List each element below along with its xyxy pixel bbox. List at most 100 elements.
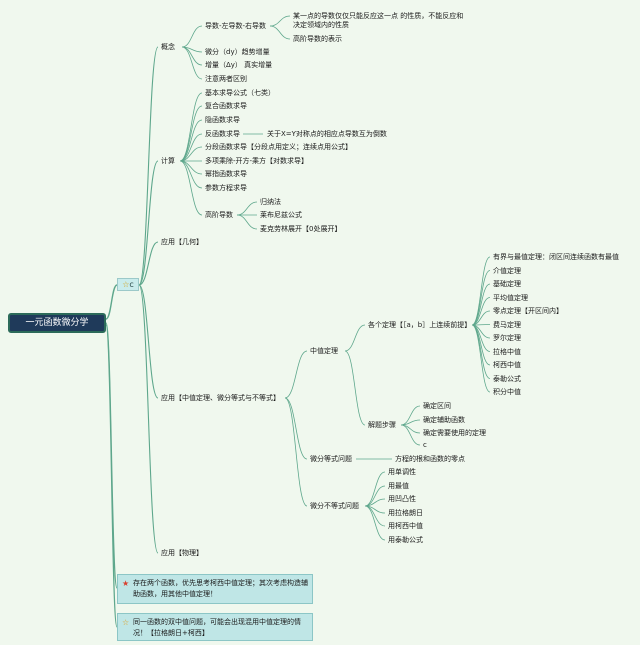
note-callout[interactable]: ☆ 同一函数的双中值问题，可能会出现混用中值定理的情况！【拉格朗日+柯西】 [117, 613, 313, 641]
step-item[interactable]: 确定辅助函数 [423, 416, 465, 424]
connector [105, 324, 118, 628]
topic-jieti-buzhou[interactable]: 解题步骤 [368, 421, 396, 429]
connector [138, 241, 159, 286]
connector [284, 397, 308, 507]
connector [138, 284, 159, 399]
connector [179, 105, 203, 162]
step-item[interactable]: c [423, 441, 427, 449]
topic-duoxiang[interactable]: 多项乘除-开方-乘方【对数求导】 [205, 157, 309, 165]
topic-gainian[interactable]: 概念 [161, 43, 175, 51]
topic-gaojie-biaoshi[interactable]: 高阶导数的表示 [293, 35, 342, 43]
connector [138, 46, 159, 286]
topic-fanhanshu[interactable]: 反函数求导 [205, 130, 240, 138]
topic-fuhe[interactable]: 复合函数求导 [205, 102, 247, 110]
connector [284, 397, 308, 460]
connector [179, 146, 203, 162]
connector [179, 160, 203, 189]
note-text: 存在两个函数，优先思考柯西中值定理；其次考虑构造辅助函数，用其他中值定理！ [133, 579, 308, 598]
connector [269, 15, 291, 27]
theorem-item[interactable]: 柯西中值 [493, 361, 521, 369]
topic-jihe[interactable]: 应用【几何】 [161, 238, 203, 246]
topic-dengshi[interactable]: 微分等式问题 [310, 455, 352, 463]
connector [181, 46, 203, 80]
connector [400, 424, 421, 434]
theorem-item[interactable]: 介值定理 [493, 267, 521, 275]
topic-zengliang[interactable]: 增量（Δy） 真实增量 [205, 61, 273, 69]
topic-zhuyi[interactable]: 注意两者区别 [205, 75, 247, 83]
connector [105, 284, 118, 320]
connector [471, 270, 491, 326]
theorem-item[interactable]: 基础定理 [493, 280, 521, 288]
ineq-item[interactable]: 用柯西中值 [388, 522, 423, 530]
topic-weifen[interactable]: 微分（dy）趋势增量 [205, 48, 270, 56]
topic-zhongzhi-dingli[interactable]: 中值定理 [310, 347, 338, 355]
connector [471, 256, 491, 326]
connector [364, 505, 386, 541]
topic-daoshu-note-1[interactable]: 某一点的导数仅仅只能反应这一点 的性质，不能反应和 [293, 12, 464, 20]
topic-maike[interactable]: 麦克劳林展开【0处展开】 [260, 225, 342, 233]
ineq-item[interactable]: 用最值 [388, 482, 409, 490]
topic-gaojie[interactable]: 高阶导数 [205, 211, 233, 219]
topic-fenduan[interactable]: 分段函数求导【分段点用定义；连续点用公式】 [205, 143, 352, 151]
root-topic[interactable]: 一元函数微分学 [8, 313, 106, 333]
star-icon: ☆ [122, 618, 130, 627]
theorem-item[interactable]: 费马定理 [493, 321, 521, 329]
topic-dengshi-item[interactable]: 方程的根和函数的零点 [395, 455, 465, 463]
topic-daoshu-note-2: 决定领域内的性质 [293, 21, 349, 29]
theorem-item[interactable]: 积分中值 [493, 388, 521, 396]
connector [344, 324, 366, 352]
note-text: 同一函数的双中值问题，可能会出现混用中值定理的情况！【拉格朗日+柯西】 [133, 618, 301, 637]
ineq-item[interactable]: 用泰勒公式 [388, 536, 423, 544]
connector [400, 405, 421, 426]
connector [284, 350, 308, 399]
connector [236, 214, 258, 230]
connector [400, 424, 421, 446]
ineq-item[interactable]: 用单调性 [388, 468, 416, 476]
connector [364, 471, 386, 507]
connector [138, 284, 159, 554]
topic-gege-dingli[interactable]: 各个定理【［a，b］上连续前提】 [368, 321, 472, 329]
theorem-item[interactable]: 有界与最值定理：闭区间连续函数有最值 [493, 253, 619, 261]
connector [179, 119, 203, 162]
topic-canshu[interactable]: 参数方程求导 [205, 184, 247, 192]
topic-guina[interactable]: 归纳法 [260, 198, 281, 206]
topic-daoshu[interactable]: 导数-左导数-右导数 [205, 22, 267, 30]
hub-topic[interactable]: ☆c [117, 278, 139, 291]
note-callout[interactable]: ★ 存在两个函数，优先思考柯西中值定理；其次考虑构造辅助函数，用其他中值定理！ [117, 574, 313, 604]
ineq-item[interactable]: 用拉格朗日 [388, 509, 423, 517]
theorem-item[interactable]: 拉格中值 [493, 348, 521, 356]
topic-budengshi[interactable]: 微分不等式问题 [310, 502, 359, 510]
topic-fanhanshu-note[interactable]: 关于X=Y对称点的相应点导数互为倒数 [267, 130, 387, 138]
topic-laibuni[interactable]: 莱布尼兹公式 [260, 211, 302, 219]
theorem-item[interactable]: 平均值定理 [493, 294, 528, 302]
connector [138, 160, 159, 286]
step-item[interactable]: 确定区间 [423, 402, 451, 410]
connector [471, 324, 491, 352]
topic-jisuan[interactable]: 计算 [161, 157, 175, 165]
theorem-item[interactable]: 罗尔定理 [493, 334, 521, 342]
theorem-item[interactable]: 泰勒公式 [493, 375, 521, 383]
connector [236, 201, 258, 216]
connector [471, 283, 491, 326]
connector [179, 92, 203, 162]
star-icon: ☆ [122, 280, 130, 289]
ineq-item[interactable]: 用凹凸性 [388, 495, 416, 503]
connector [269, 25, 291, 40]
connector [344, 350, 366, 426]
topic-zhongzhi-app[interactable]: 应用【中值定理、微分等式与不等式】 [161, 394, 280, 402]
hub-label: c [129, 280, 134, 289]
star-icon: ★ [122, 579, 130, 588]
connector [179, 160, 203, 216]
topic-yinhanshu[interactable]: 隐函数求导 [205, 116, 240, 124]
connector [181, 25, 203, 48]
topic-mizhi[interactable]: 幂指函数求导 [205, 170, 247, 178]
theorem-item[interactable]: 零点定理【开区间内】 [493, 307, 563, 315]
connector [471, 324, 491, 393]
connector [179, 133, 203, 162]
step-item[interactable]: 确定需要使用的定理 [423, 429, 486, 437]
topic-jiben[interactable]: 基本求导公式（七类） [205, 89, 275, 97]
topic-wuli[interactable]: 应用【物理】 [161, 549, 203, 557]
connector [471, 297, 491, 326]
connector [471, 324, 491, 379]
